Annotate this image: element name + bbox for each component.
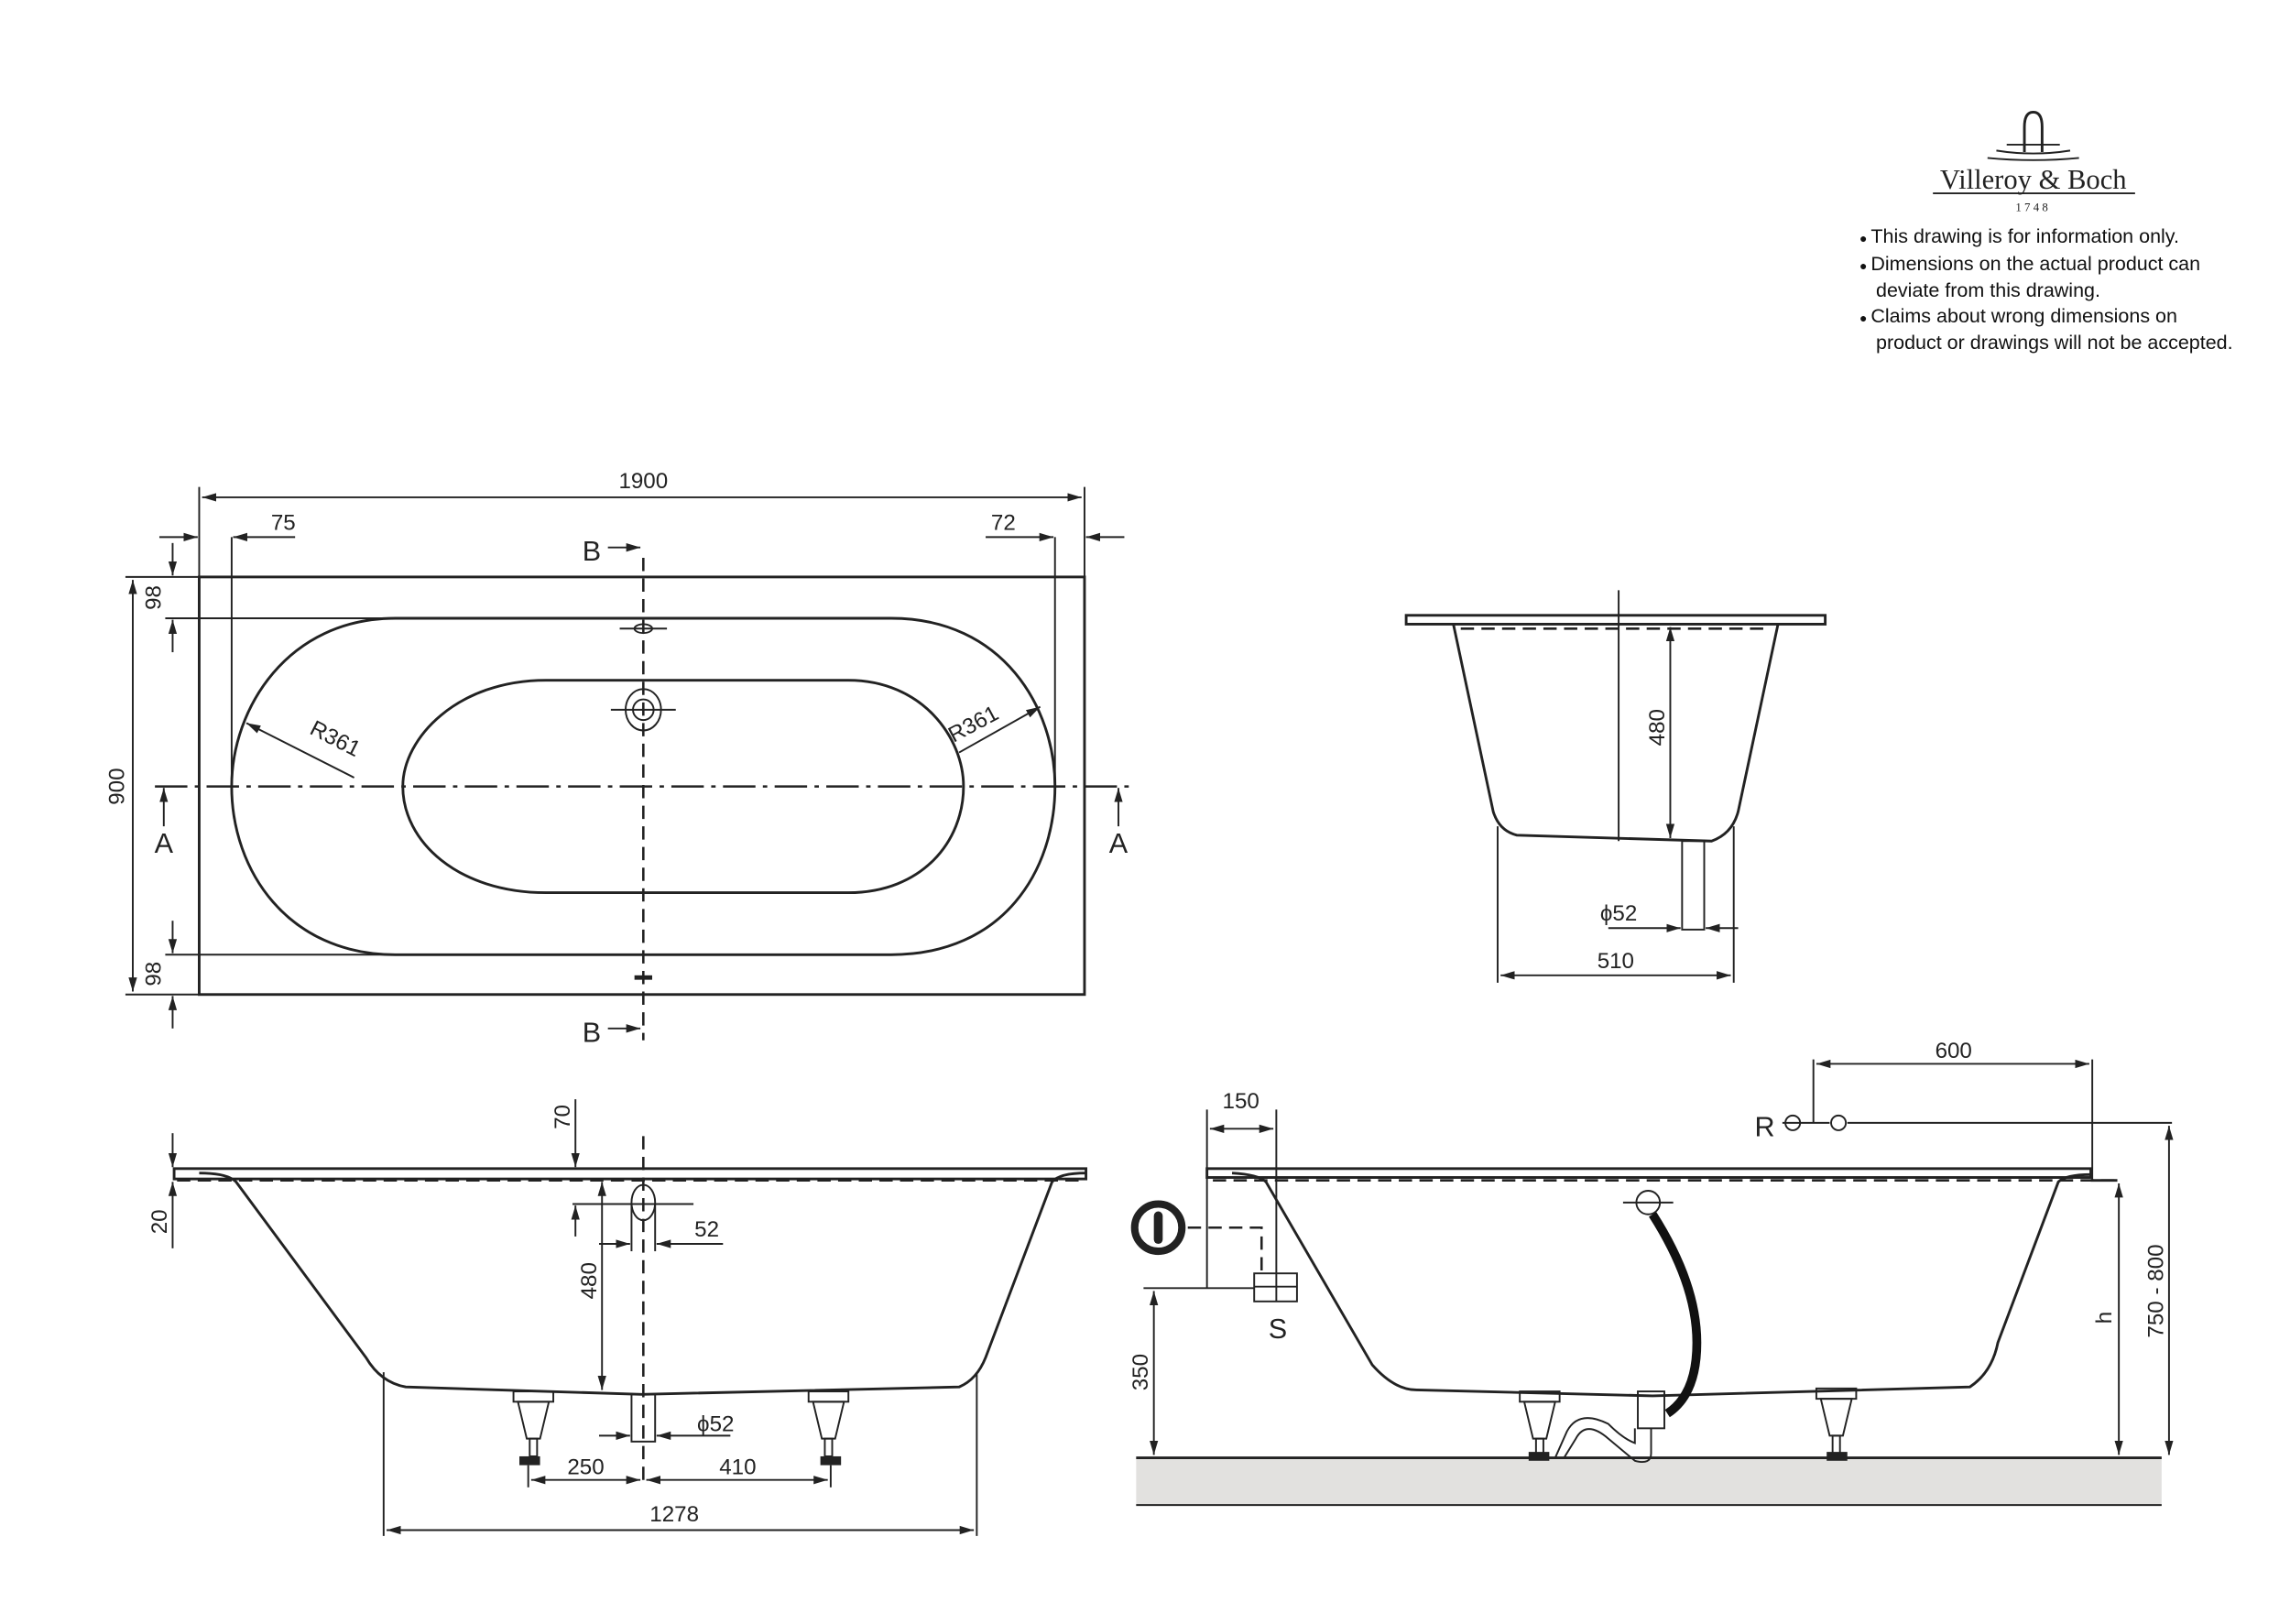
dim-leg-right: 410: [719, 1455, 756, 1479]
floor: [1136, 1457, 2162, 1506]
dim-overflow-offset: 70: [551, 1105, 575, 1129]
dim-r-distance: 600: [1936, 1039, 1972, 1063]
dim-length: 1900: [618, 469, 668, 494]
dim-top-rim: 98: [142, 585, 167, 610]
dim-drain-a: ϕ52: [697, 1412, 734, 1437]
dim-depth-a: 480: [577, 1262, 602, 1299]
logo-year: 1748: [2015, 201, 2051, 213]
villeroy-boch-logo: Villeroy & Boch 1748: [1933, 111, 2135, 213]
dim-width: 900: [104, 768, 129, 804]
leg-left: [512, 1390, 555, 1466]
section-a-view: 20 70 480 52 ϕ52 250 410 1278: [147, 1099, 1088, 1536]
inner-basin-outline: [401, 679, 965, 895]
leg-right: [807, 1390, 850, 1466]
section-a-label-right: A: [1109, 828, 1129, 859]
dim-bottom-width: 510: [1598, 949, 1634, 974]
dim-depth-b: 480: [1645, 709, 1670, 746]
note-item: Claims about wrong dimensions on product…: [1859, 304, 2244, 356]
section-b-label-top: B: [583, 536, 601, 567]
leg-left: [1519, 1390, 1561, 1461]
section-b-view: 480 ϕ52 510: [1404, 590, 1827, 983]
radius-right: R361: [944, 701, 1003, 747]
installation-view: 150 S 350 R 600 h 750 - 800: [1129, 1039, 2174, 1507]
radius-left: R361: [306, 716, 365, 762]
dim-overflow-diameter: 52: [694, 1217, 719, 1242]
dim-total-height: 750 - 800: [2143, 1244, 2168, 1337]
mixer-valve-icon: [1130, 1200, 1186, 1256]
top-view: 1900 75 72 98 98 900 A A B B R361 R361: [104, 469, 1129, 1048]
s-label: S: [1269, 1313, 1287, 1345]
note-item: This drawing is for information only.: [1859, 224, 2244, 252]
dim-bottom-length: 1278: [649, 1502, 699, 1527]
h-label: h: [2092, 1312, 2117, 1324]
overflow-drain-hose-icon: [1554, 1190, 1702, 1464]
logo-name: Villeroy & Boch: [1940, 164, 2127, 195]
section-a-label-left: A: [155, 828, 174, 859]
disclaimer-notes: This drawing is for information only. Di…: [1859, 224, 2244, 356]
overflow-icon: [630, 1183, 657, 1222]
dim-bottom-rim: 98: [142, 962, 167, 986]
section-b-label-bottom: B: [583, 1017, 601, 1048]
dim-rim-height: 20: [147, 1209, 172, 1234]
r-label: R: [1754, 1111, 1774, 1142]
dim-drain-height: 350: [1129, 1354, 1153, 1390]
dim-drain-b: ϕ52: [1600, 901, 1637, 926]
dim-right-offset: 72: [991, 510, 1016, 535]
outer-basin-outline: [230, 616, 1057, 956]
leg-right: [1815, 1387, 1858, 1461]
dim-leg-left: 250: [567, 1455, 604, 1479]
dim-valve-offset: 150: [1223, 1089, 1260, 1114]
dim-left-offset: 75: [271, 510, 296, 535]
note-item: Dimensions on the actual product can dev…: [1859, 252, 2244, 304]
